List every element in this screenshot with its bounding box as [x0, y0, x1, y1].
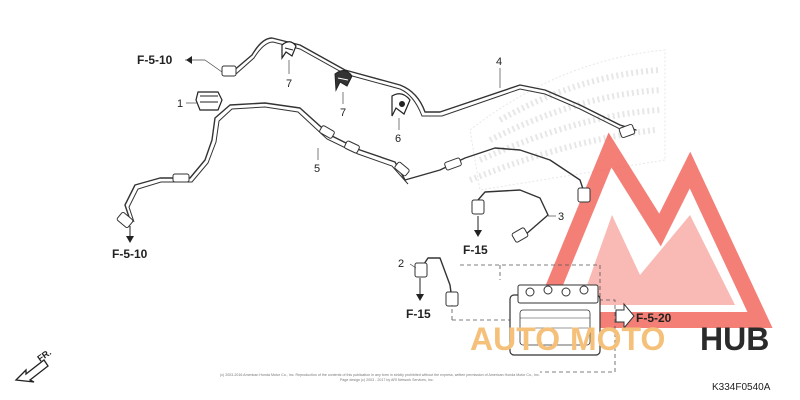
callout-f-5-10-top[interactable]: F-5-10 [137, 53, 173, 67]
brake-pipe-4 [221, 37, 637, 139]
honda-wing-logo [468, 49, 666, 191]
callout-f-15-left[interactable]: F-15 [406, 307, 431, 321]
callout-f-5-20[interactable]: F-5-20 [636, 311, 672, 325]
copyright-line-1: (c) 2003-2016 American Honda Motor Co., … [220, 373, 540, 377]
watermark-logo [528, 132, 773, 328]
figure-code: K334F0540A [712, 382, 771, 393]
part-number-7a[interactable]: 7 [286, 78, 292, 90]
part-number-6[interactable]: 6 [395, 133, 401, 145]
watermark-moto: MOTO [570, 321, 665, 357]
part-number-3[interactable]: 3 [558, 211, 564, 223]
part-number-2[interactable]: 2 [398, 258, 404, 270]
front-label: FR. [35, 347, 53, 364]
pipe-clip-7a [281, 41, 297, 60]
part-number-1[interactable]: 1 [177, 98, 183, 110]
part-number-7b[interactable]: 7 [340, 107, 346, 119]
abs-modulator [451, 264, 616, 373]
watermark-hub: HUB [700, 321, 769, 357]
callout-arrows [126, 56, 635, 330]
pipe-clamp-1 [195, 91, 223, 111]
front-direction-arrow: FR. [14, 347, 53, 383]
copyright-line-2: Page design (c) 2003 - 2017 by ARI Netwo… [340, 378, 434, 382]
brake-pipe-3 [471, 189, 549, 243]
callout-f-15-right[interactable]: F-15 [463, 243, 488, 257]
brake-pipe-5 [116, 102, 591, 229]
watermark-auto: AUTO [470, 321, 560, 357]
pipe-clip-6 [391, 93, 411, 117]
brake-pipe-2 [414, 257, 459, 307]
watermark-text: AUTO MOTO HUB [470, 321, 769, 357]
callout-f-5-10-bottom[interactable]: F-5-10 [112, 247, 148, 261]
leader-lines [185, 59, 556, 269]
part-number-5[interactable]: 5 [314, 163, 320, 175]
part-number-4[interactable]: 4 [496, 56, 502, 68]
pipe-clip-7b [334, 70, 353, 92]
